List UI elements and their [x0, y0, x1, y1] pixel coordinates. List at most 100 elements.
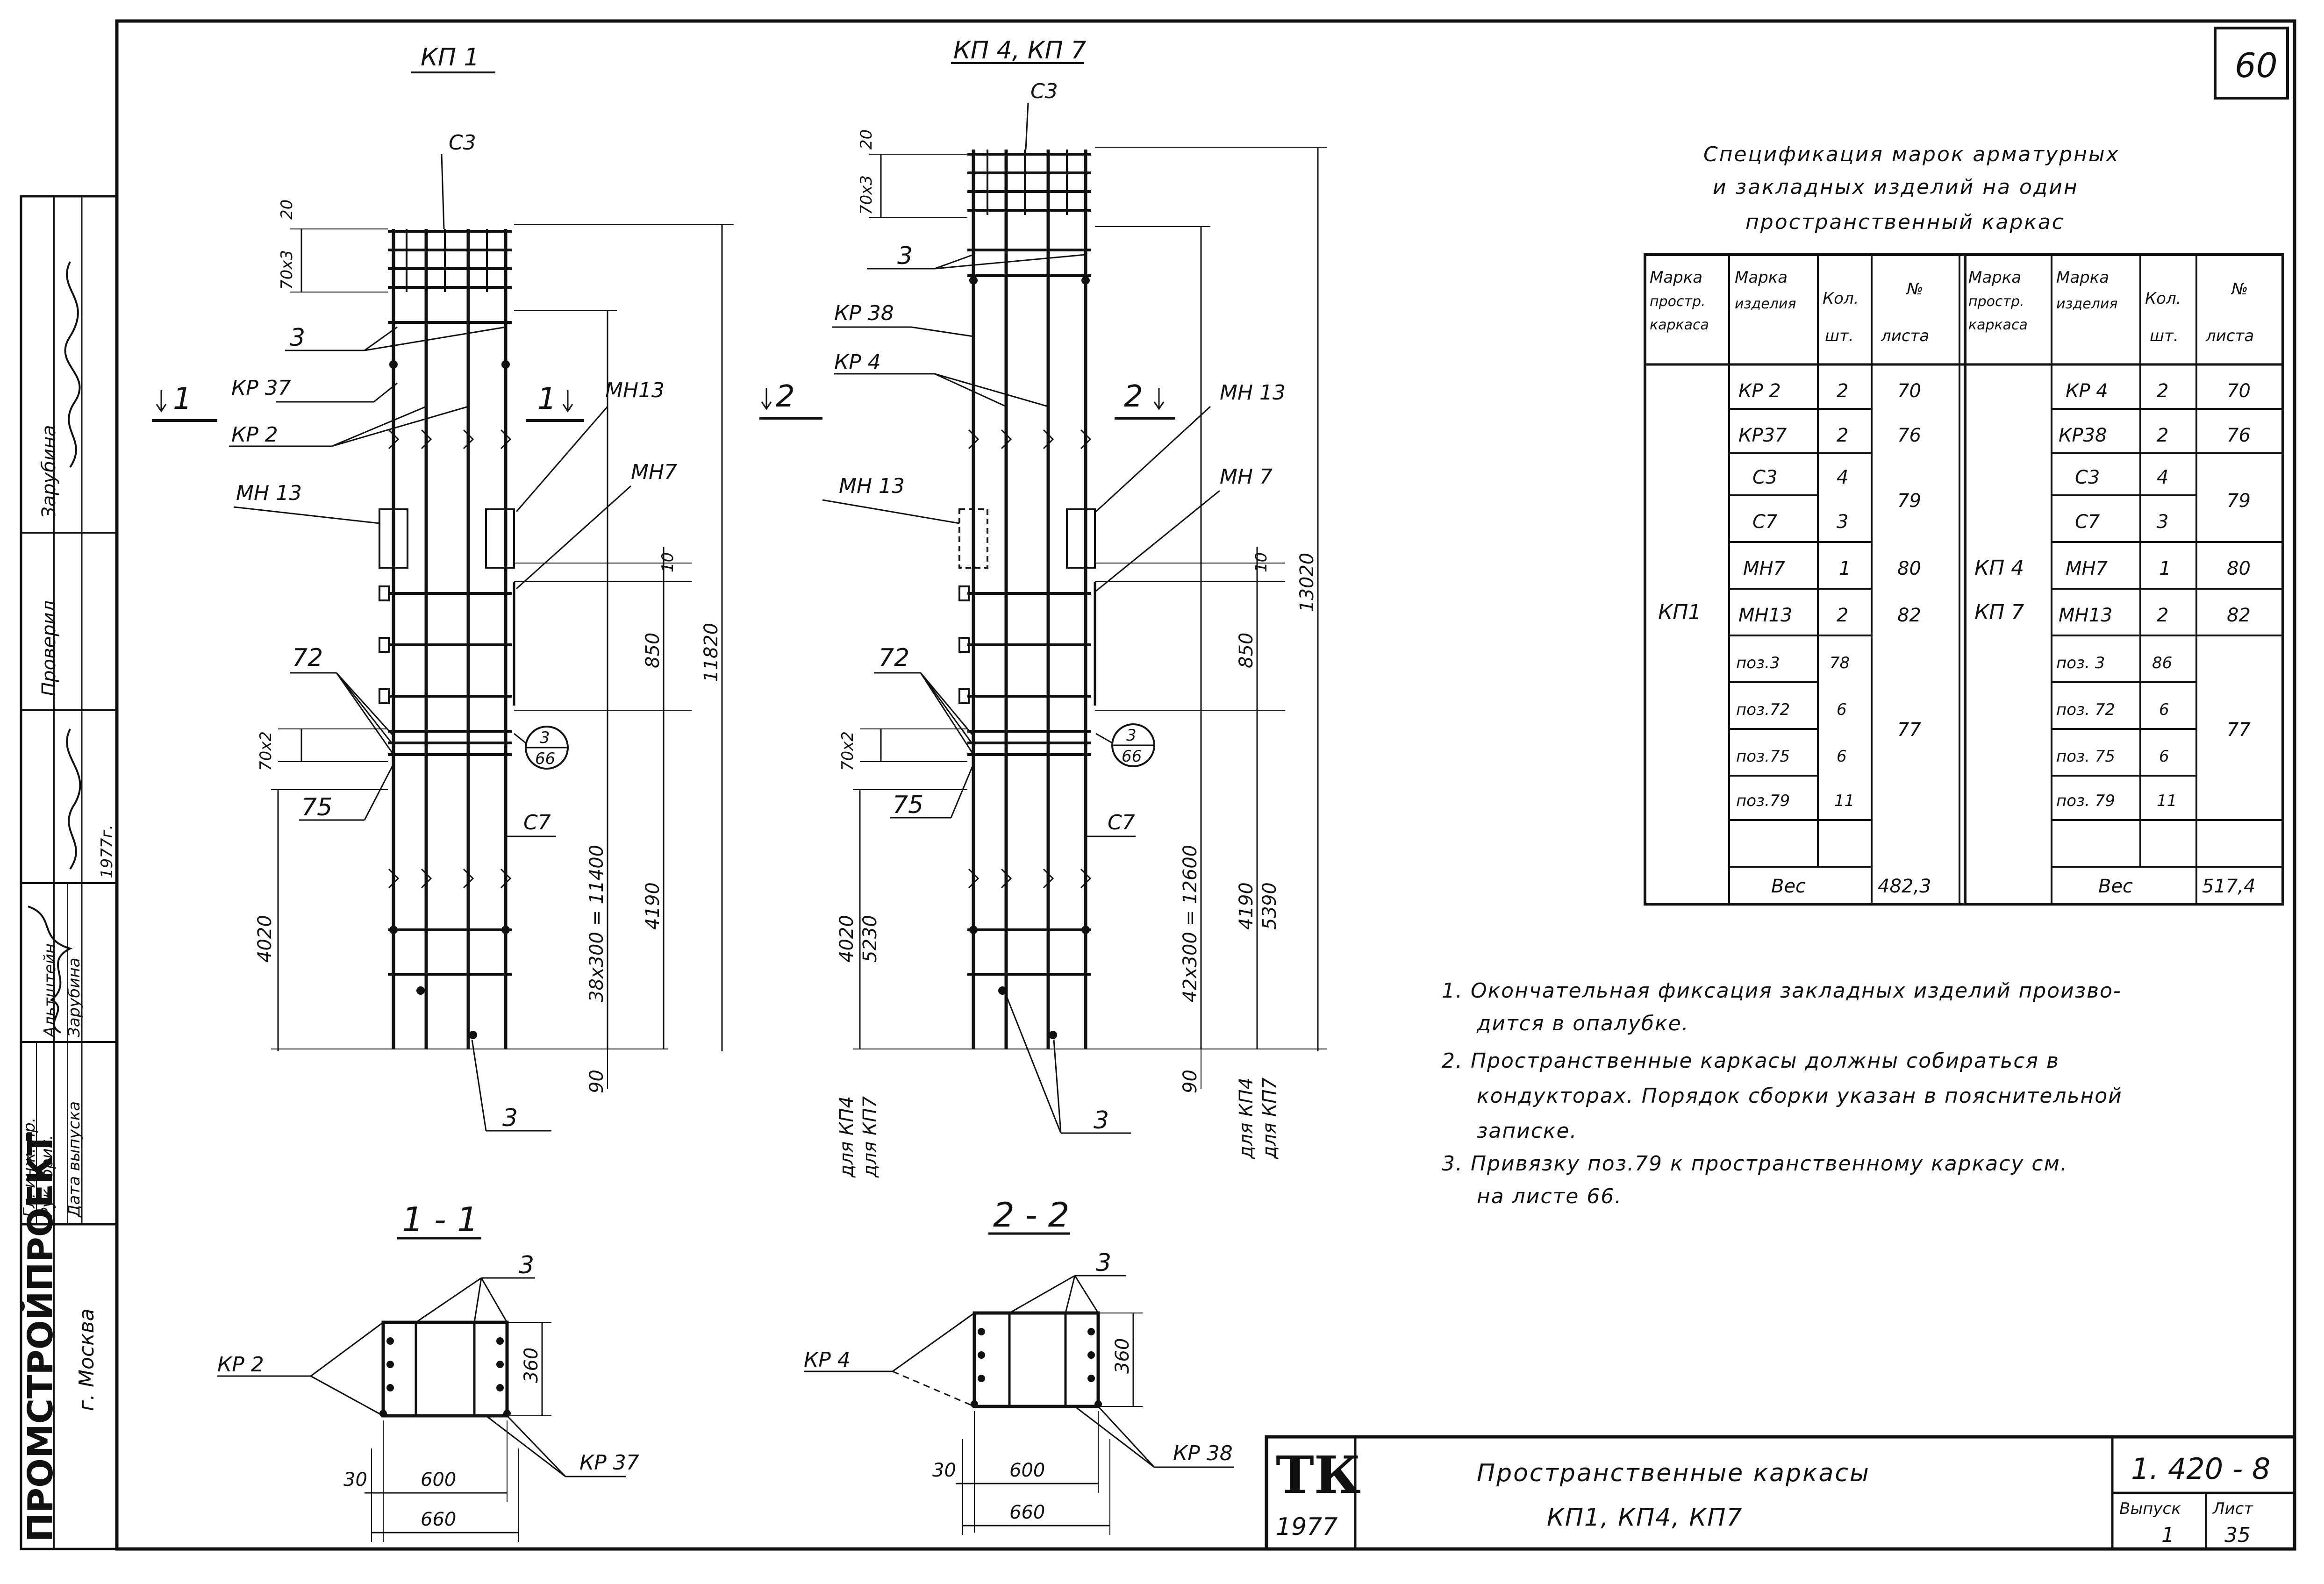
- spec-right-weight: 517,4: [2202, 876, 2256, 897]
- spec-left-item-0-name: КР 2: [1738, 380, 1781, 402]
- kp47-label-75: 75: [893, 791, 923, 819]
- spec-left-item-0-qty: 2: [1837, 380, 1848, 402]
- spec-left-item-1-name: КР37: [1738, 425, 1787, 446]
- spec-right-frame-1: КП 4: [1974, 556, 2024, 580]
- kp1-cut-right: 1: [537, 382, 557, 416]
- spec-left-item-2-name: С3: [1752, 467, 1777, 488]
- kp47-dim-850: 850: [1236, 633, 1257, 668]
- stamp-name-2: Зарубина: [65, 958, 84, 1037]
- spec-right-sheet-4: 82: [2227, 605, 2251, 626]
- spec-right-item-5-qty: 2: [2157, 605, 2168, 626]
- spec-left-item-4-name: МН7: [1743, 558, 1786, 579]
- kp47-note-for-kp7-left: для КП7: [859, 1096, 881, 1178]
- spec-right-frame-2: КП 7: [1974, 600, 2024, 624]
- spec-right-item-2-name: С3: [2075, 467, 2100, 488]
- section-1-1-dim-600: 600: [421, 1469, 456, 1491]
- stamp-year: 1977г.: [98, 825, 116, 878]
- kp1-dim-850: 850: [642, 633, 664, 668]
- spec-right-item-3-name: С7: [2075, 511, 2100, 533]
- kp47-label-mn13-right: МН 13: [1220, 381, 1286, 405]
- spec-left-item-8-qty: 6: [1837, 747, 1847, 766]
- spec-right-header-item-2: изделия: [2056, 296, 2117, 312]
- spec-right-item-9-name: поз. 79: [2056, 792, 2115, 810]
- section-2-2-kr-right: КР 38: [1173, 1441, 1233, 1465]
- title-block-marks: КП1, КП4, КП7: [1547, 1504, 1743, 1532]
- kp47-dim-4190: 4190: [1236, 882, 1257, 930]
- view-kp1-title: КП 1: [421, 43, 479, 71]
- stamp-checker: Зарубина: [38, 425, 60, 519]
- kp47-label-mn7: МН 7: [1220, 465, 1273, 489]
- spec-left-sheet-3: 80: [1897, 558, 1921, 579]
- spec-right-item-6-name: поз. 3: [2056, 654, 2105, 672]
- spec-right-sheet-2: 79: [2227, 490, 2251, 512]
- spec-left-sheet-2: 79: [1897, 490, 1921, 512]
- kp47-label-pos3-bottom: 3: [1094, 1106, 1109, 1134]
- spec-left-header-qty-2: шт.: [1825, 327, 1854, 345]
- spec-left-sheet-5: 77: [1897, 719, 1921, 741]
- spec-left-header-frame-1: Марка: [1650, 268, 1702, 287]
- kp47-label-kr4: КР 4: [834, 350, 881, 374]
- kp47-label-mn13-left: МН 13: [839, 474, 905, 498]
- kp47-dim-90: 90: [1180, 1070, 1201, 1093]
- kp47-dim-4020: 4020: [836, 915, 858, 963]
- section-1-1-dim-660: 660: [421, 1509, 456, 1530]
- kp47-dim-5230: 5230: [859, 915, 881, 963]
- spec-left-item-9-name: поз.79: [1736, 792, 1790, 810]
- kp47-note-for-kp7-right: для КП7: [1259, 1077, 1280, 1159]
- approval-stamp: [20, 195, 118, 1550]
- kp47-dim-13020: 13020: [1296, 553, 1318, 612]
- spec-left-frame: КП1: [1658, 600, 1701, 624]
- spec-title-line-3: пространственный каркас: [1745, 210, 2065, 234]
- spec-table-grid: [1644, 253, 2284, 906]
- title-block-name: Пространственные каркасы: [1477, 1459, 1870, 1487]
- frame-view-kp4-kp7: [759, 62, 1327, 1134]
- spec-right-header-frame-2: простр.: [1968, 293, 2024, 310]
- kp47-dim-42x300: 42х300 = 12600: [1180, 845, 1201, 1002]
- section-1-1-dim-360: 360: [521, 1348, 542, 1383]
- kp1-label-20: 20: [278, 200, 296, 220]
- spec-left-header-item-2: изделия: [1735, 296, 1796, 312]
- spec-right-sheet-1: 76: [2227, 425, 2251, 446]
- section-2-2-pos3: 3: [1096, 1249, 1111, 1277]
- kp1-label-72: 72: [292, 644, 323, 672]
- kp1-label-pitch2: 70х2: [257, 731, 275, 771]
- spec-right-item-1-qty: 2: [2157, 425, 2168, 446]
- spec-left-header-sheet-2: листа: [1881, 327, 1929, 345]
- spec-left-header-frame-3: каркаса: [1650, 317, 1709, 333]
- title-block: [1265, 1435, 2296, 1551]
- kp47-label-pos3: 3: [897, 242, 913, 270]
- section-2-2-dim-600: 600: [1009, 1460, 1045, 1481]
- spec-left-sheet-0: 70: [1897, 380, 1921, 402]
- kp1-cut-left: 1: [173, 382, 192, 416]
- spec-right-header-sheet-1: №: [2231, 280, 2248, 299]
- kp47-cut-right: 2: [1124, 379, 1143, 414]
- kp1-dim-38x300: 38х300 = 11400: [586, 845, 608, 1002]
- section-2-2-title: 2 - 2: [993, 1195, 1069, 1234]
- stamp-role-1: Гл. инж. пр.: [20, 1118, 39, 1217]
- spec-left-item-5-name: МН13: [1738, 605, 1793, 626]
- spec-right-item-9-qty: 11: [2157, 792, 2177, 810]
- kp1-label-pitch: 70х3: [278, 250, 296, 290]
- kp1-ref-top: 3: [540, 728, 550, 747]
- spec-left-item-9-qty: 11: [1834, 792, 1854, 810]
- spec-right-item-8-name: поз. 75: [2056, 747, 2115, 766]
- spec-right-header-item-1: Марка: [2056, 268, 2109, 287]
- spec-left-sheet-1: 76: [1897, 425, 1921, 446]
- spec-left-item-5-qty: 2: [1837, 605, 1848, 626]
- frame-view-kp1: [152, 71, 734, 1132]
- spec-right-sheet-3: 80: [2227, 558, 2251, 579]
- spec-left-item-6-qty: 78: [1830, 654, 1850, 672]
- spec-right-item-7-qty: 6: [2159, 700, 2169, 719]
- spec-left-sheet-4: 82: [1897, 605, 1921, 626]
- section-2-2-dim-360: 360: [1112, 1338, 1133, 1374]
- spec-left-item-3-qty: 3: [1837, 511, 1848, 533]
- kp47-label-pitch: 70х3: [857, 175, 876, 215]
- note-3-line-2: на листе 66.: [1477, 1184, 1622, 1208]
- spec-left-header-frame-2: простр.: [1650, 293, 1706, 310]
- spec-right-header-sheet-2: листа: [2205, 327, 2254, 345]
- note-2-line-2: кондукторах. Порядок сборки указан в поя…: [1477, 1084, 2123, 1108]
- spec-left-item-6-name: поз.3: [1736, 654, 1780, 672]
- spec-right-item-0-name: КР 4: [2066, 380, 2108, 402]
- kp1-label-pos3: 3: [290, 324, 305, 352]
